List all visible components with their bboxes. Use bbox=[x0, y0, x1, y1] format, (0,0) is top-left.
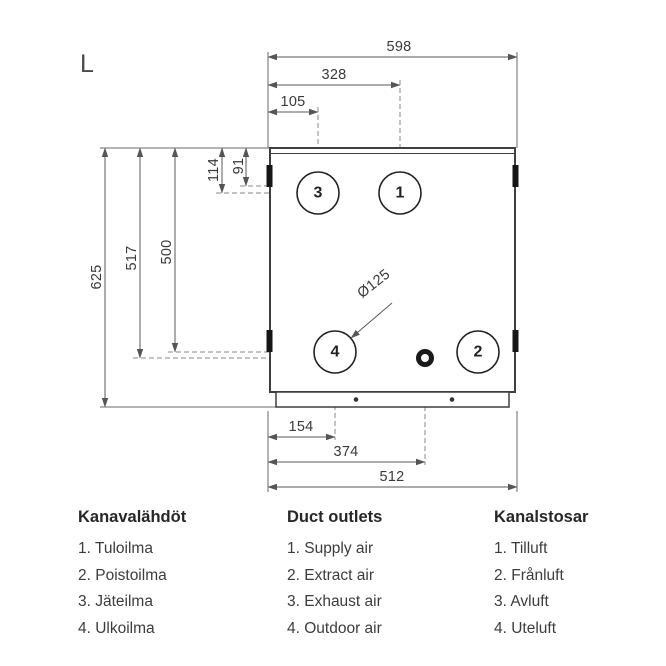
legend-item: 1. Supply air bbox=[287, 540, 374, 557]
dim-outdoor-offset: 154 bbox=[288, 419, 313, 435]
legend-column-finnish: Kanavalähdöt 1. Tuloilma 2. Poistoilma 3… bbox=[78, 508, 186, 642]
legend-item: 2. Frånluft bbox=[494, 566, 564, 584]
port-4: 4 bbox=[313, 330, 357, 374]
dimensions-top: 598 328 105 bbox=[267, 39, 518, 116]
extension-lines bbox=[100, 52, 518, 492]
port-2-label: 2 bbox=[474, 344, 483, 361]
drain-port bbox=[416, 349, 434, 367]
side-duct-left-bottom bbox=[266, 330, 273, 352]
legend-column-english: Duct outlets 1. Supply air 2. Extract ai… bbox=[287, 508, 382, 642]
dim-drain-height: 517 bbox=[124, 245, 140, 270]
dim-supply-offset: 328 bbox=[321, 67, 346, 83]
legend-item: 4. Ulkoilma bbox=[78, 619, 155, 637]
base-flange bbox=[275, 391, 510, 408]
legend-title-english: Duct outlets bbox=[287, 508, 383, 526]
side-duct-right-top bbox=[512, 165, 519, 187]
dimensions-left: 114 91 625 517 500 bbox=[89, 147, 250, 408]
legend-item: 1. Tilluft bbox=[494, 540, 548, 557]
side-duct-left-top bbox=[266, 165, 273, 187]
legend-item: 2. Extract air bbox=[287, 566, 374, 584]
legend-item: 3. Jäteilma bbox=[78, 593, 153, 610]
legend-item: 4. Uteluft bbox=[494, 619, 557, 637]
dimensions-bottom: 154 374 512 bbox=[267, 419, 518, 491]
dim-drain-offset: 374 bbox=[333, 444, 358, 460]
dim-exhaust-offset: 105 bbox=[280, 94, 305, 110]
legend-item: 3. Avluft bbox=[494, 593, 549, 610]
dim-total-width: 598 bbox=[386, 39, 411, 55]
port-1-label: 1 bbox=[396, 185, 405, 202]
port-1: 1 bbox=[378, 171, 422, 215]
flange-hole-left bbox=[353, 397, 359, 402]
legend-item: 2. Poistoilma bbox=[78, 566, 167, 584]
dim-total-height: 625 bbox=[89, 264, 105, 289]
legend-item: 1. Tuloilma bbox=[78, 540, 153, 557]
port-3: 3 bbox=[296, 171, 340, 215]
dim-port-edge-depth: 91 bbox=[231, 158, 247, 175]
dim-port-row-height: 500 bbox=[159, 239, 175, 264]
legend-item: 4. Outdoor air bbox=[287, 619, 382, 637]
dim-base-width: 512 bbox=[379, 469, 404, 485]
port-2: 2 bbox=[456, 330, 500, 374]
drawing-svg: L bbox=[80, 39, 519, 492]
port-3-label: 3 bbox=[314, 185, 323, 202]
legend-column-swedish: Kanalstosar 1. Tilluft 2. Frånluft 3. Av… bbox=[494, 508, 588, 642]
dim-port-center-depth: 114 bbox=[206, 158, 222, 182]
legend-title-swedish: Kanalstosar bbox=[494, 508, 589, 526]
side-duct-right-bottom bbox=[512, 330, 519, 352]
legend-title-finnish: Kanavalähdöt bbox=[78, 508, 187, 526]
legend-item: 3. Exhaust air bbox=[287, 593, 382, 610]
dimension-drawing: L bbox=[80, 39, 519, 492]
duct-ports: 3 1 4 2 bbox=[296, 171, 500, 374]
flange-hole-right bbox=[449, 397, 455, 402]
variant-label: L bbox=[80, 50, 94, 78]
port-4-label: 4 bbox=[331, 344, 340, 361]
